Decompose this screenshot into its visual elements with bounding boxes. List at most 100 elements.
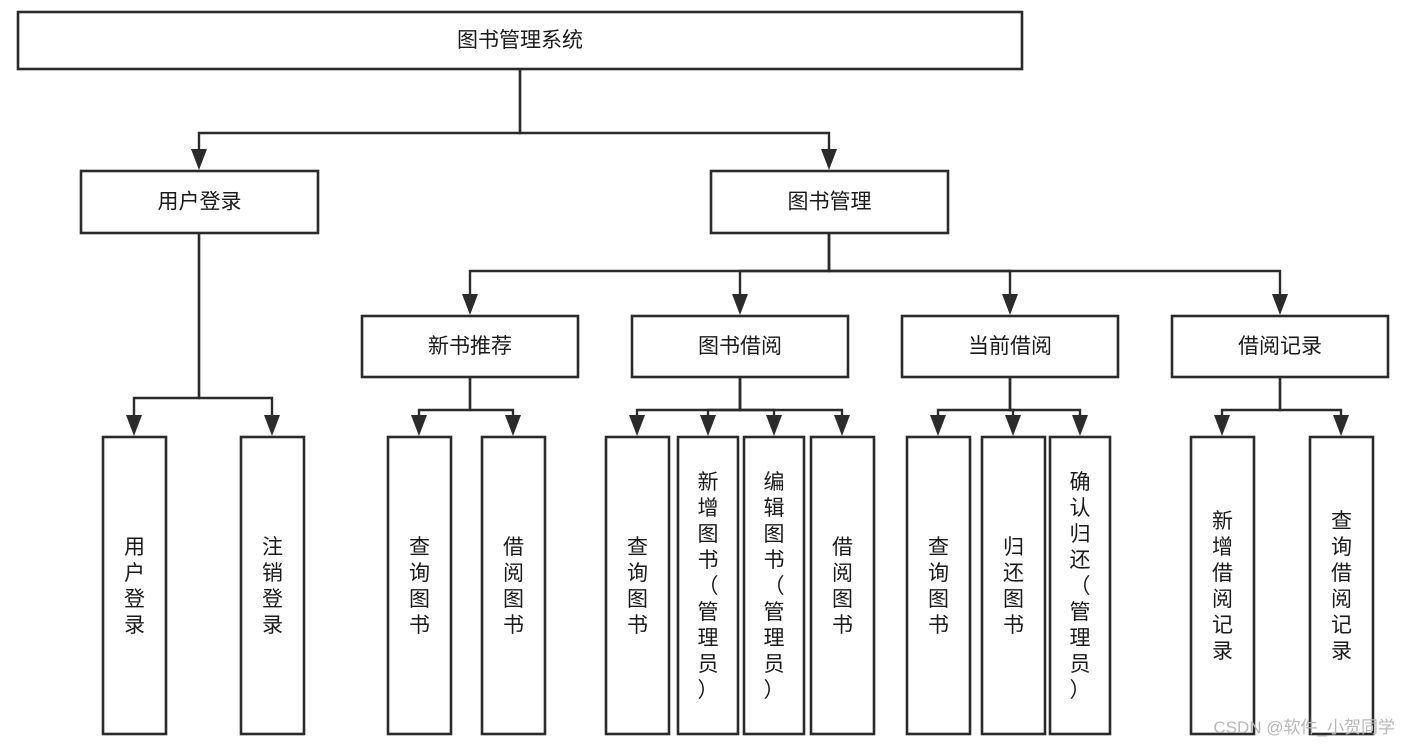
arrowhead-icon (766, 415, 782, 436)
arrowhead-icon (1333, 415, 1349, 436)
node-label: 借阅图书 (832, 536, 853, 637)
node-label: 图书管理系统 (457, 29, 583, 52)
arrowhead-icon (821, 149, 837, 170)
node-box[interactable] (709, 169, 950, 235)
node-box[interactable] (809, 435, 876, 736)
edge-book-manage-to-borrow-record (827, 233, 1288, 315)
node-leaf-confirm-return[interactable]: 确认归还（管理员） (1048, 435, 1112, 736)
node-label: 用户登录 (158, 191, 242, 214)
node-box[interactable] (676, 435, 740, 736)
node-current-borrow[interactable]: 当前借阅 (900, 314, 1120, 379)
node-leaf-return-book[interactable]: 归还图书 (980, 435, 1047, 736)
edge-line (738, 233, 831, 302)
node-leaf-add-record[interactable]: 新增借阅记录 (1189, 435, 1256, 736)
edge-book-borrow-to-leaf-borrow-book (738, 377, 850, 436)
arrowhead-icon (126, 415, 142, 436)
node-leaf-user-login[interactable]: 用户登录 (101, 435, 168, 736)
node-box[interactable] (604, 435, 671, 736)
node-label: 编辑图书（管理员） (764, 471, 785, 702)
arrowhead-icon (930, 415, 946, 436)
edge-line (132, 233, 201, 423)
arrowhead-icon (834, 415, 850, 436)
arrowhead-icon (1072, 415, 1088, 436)
node-leaf-user-logout[interactable]: 注销登录 (239, 435, 306, 736)
arrowhead-icon (462, 294, 478, 315)
arrowhead-icon (505, 415, 521, 436)
node-box[interactable] (1048, 435, 1112, 736)
node-leaf-add-book[interactable]: 新增图书（管理员） (676, 435, 740, 736)
arrowhead-icon (411, 415, 427, 436)
edge-line (827, 233, 1012, 302)
node-new-book-rec[interactable]: 新书推荐 (360, 314, 580, 379)
node-box[interactable] (16, 10, 1024, 71)
node-box[interactable] (1170, 314, 1390, 379)
edge-line (197, 233, 274, 423)
edge-line (635, 377, 742, 423)
edge-current-borrow-to-leaf-return-book (1005, 377, 1021, 436)
node-box[interactable] (101, 435, 168, 736)
node-box[interactable] (900, 314, 1120, 379)
node-box[interactable] (386, 435, 453, 736)
edge-new-book-rec-to-leaf-borrow-book-rec (468, 377, 521, 436)
node-leaf-query-record[interactable]: 查询借阅记录 (1308, 435, 1375, 736)
arrowhead-icon (1214, 415, 1230, 436)
node-box[interactable] (79, 169, 320, 235)
edge-book-manage-to-current-borrow (827, 233, 1018, 315)
node-root[interactable]: 图书管理系统 (16, 10, 1024, 71)
arrowhead-icon (629, 415, 645, 436)
edge-root-to-user-login (191, 69, 522, 170)
node-label: 图书管理 (788, 191, 872, 214)
node-label: 查询借阅记录 (1331, 510, 1352, 663)
node-leaf-query-book-current[interactable]: 查询图书 (905, 435, 972, 736)
edge-layer (126, 69, 1349, 436)
edge-book-borrow-to-leaf-edit-book (738, 377, 782, 436)
node-label: 查询图书 (627, 536, 648, 637)
arrowhead-icon (700, 415, 716, 436)
edge-line (936, 377, 1012, 423)
node-box[interactable] (360, 314, 580, 379)
edge-line (827, 233, 1282, 302)
node-label: 图书借阅 (698, 335, 782, 358)
node-leaf-query-book-rec[interactable]: 查询图书 (386, 435, 453, 736)
edge-current-borrow-to-leaf-query-book-current (930, 377, 1012, 436)
arrowhead-icon (191, 149, 207, 170)
node-label: 注销登录 (262, 536, 283, 637)
node-layer: 图书管理系统用户登录图书管理新书推荐图书借阅当前借阅借阅记录用户登录注销登录查询… (16, 10, 1390, 736)
edge-current-borrow-to-leaf-confirm-return (1008, 377, 1088, 436)
node-box[interactable] (630, 314, 850, 379)
node-leaf-borrow-book-rec[interactable]: 借阅图书 (480, 435, 547, 736)
edge-line (468, 233, 831, 302)
edge-line (417, 377, 472, 423)
node-leaf-edit-book[interactable]: 编辑图书（管理员） (742, 435, 806, 736)
node-box[interactable] (980, 435, 1047, 736)
node-book-borrow[interactable]: 图书借阅 (630, 314, 850, 379)
edge-line (197, 69, 522, 157)
node-label: 新增图书（管理员） (698, 471, 719, 702)
node-box[interactable] (480, 435, 547, 736)
node-borrow-record[interactable]: 借阅记录 (1170, 314, 1390, 379)
node-user-login[interactable]: 用户登录 (79, 169, 320, 235)
edge-book-borrow-to-leaf-query-book-borrow (629, 377, 742, 436)
node-label: 查询图书 (409, 536, 430, 637)
edge-line (738, 377, 844, 423)
edge-book-manage-to-new-book-rec (462, 233, 831, 315)
node-box[interactable] (1189, 435, 1256, 736)
node-label: 归还图书 (1003, 536, 1024, 637)
node-label: 借阅记录 (1238, 335, 1322, 358)
edge-line (1278, 377, 1343, 423)
node-label: 查询图书 (928, 536, 949, 637)
node-leaf-query-book-borrow[interactable]: 查询图书 (604, 435, 671, 736)
node-box[interactable] (1308, 435, 1375, 736)
node-label: 新书推荐 (428, 335, 512, 358)
node-box[interactable] (742, 435, 806, 736)
node-label: 用户登录 (124, 536, 145, 637)
node-box[interactable] (905, 435, 972, 736)
arrowhead-icon (1005, 415, 1021, 436)
edge-line (518, 69, 831, 157)
node-box[interactable] (239, 435, 306, 736)
node-label: 新增借阅记录 (1212, 510, 1233, 663)
node-leaf-borrow-book[interactable]: 借阅图书 (809, 435, 876, 736)
node-book-manage[interactable]: 图书管理 (709, 169, 950, 235)
watermark-text: CSDN @软件_小贺同学 (1213, 718, 1395, 737)
